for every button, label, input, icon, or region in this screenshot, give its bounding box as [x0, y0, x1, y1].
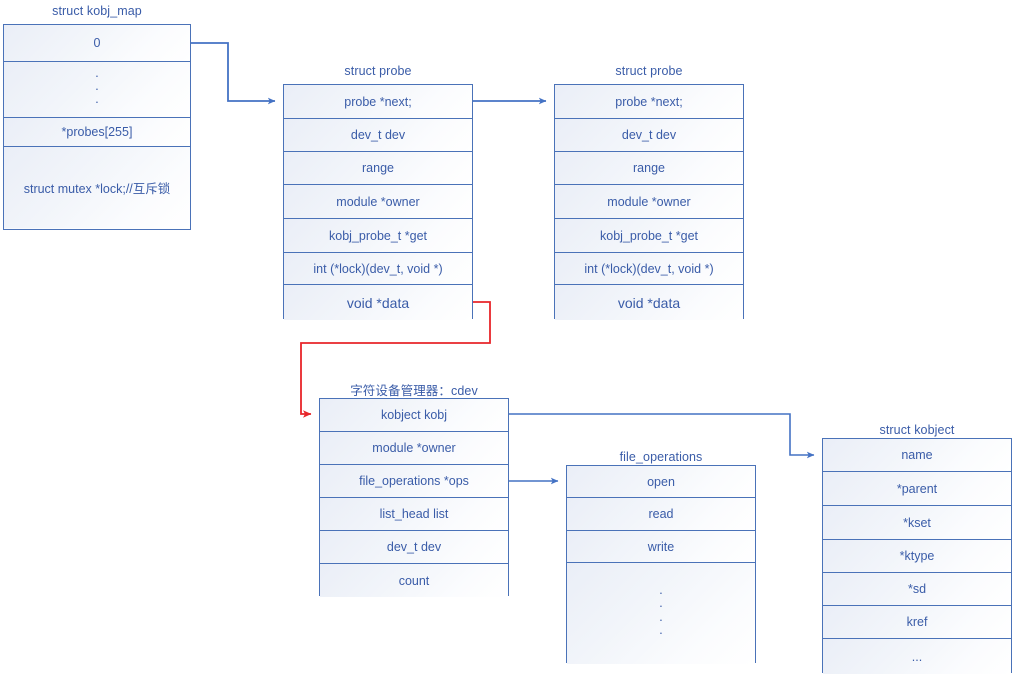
struct-kobj-map: 0 · · · *probes[255] struct mutex *lock;…	[3, 24, 191, 230]
connector-cdev-to-kobject	[509, 413, 815, 459]
struct-probe-2: probe *next; dev_t dev range module *own…	[554, 84, 744, 320]
field-row[interactable]: kref	[823, 606, 1011, 639]
field-row-dots: · · ·	[4, 62, 190, 118]
field-row[interactable]: name	[823, 439, 1011, 472]
field-row[interactable]: struct mutex *lock;//互斥锁	[4, 147, 190, 228]
caption-kobj-map: struct kobj_map	[52, 4, 142, 18]
caption-struct-probe-1: struct probe	[344, 64, 412, 78]
caption-struct-probe-2: struct probe	[615, 64, 683, 78]
dot-glyph: ·	[94, 95, 100, 110]
field-row[interactable]: range	[555, 152, 743, 185]
field-row[interactable]: int (*lock)(dev_t, void *)	[284, 253, 472, 285]
dot-glyph: ·	[658, 612, 664, 627]
dot-glyph: ·	[94, 81, 100, 96]
field-row[interactable]: range	[284, 152, 472, 185]
field-row[interactable]: module *owner	[284, 185, 472, 219]
field-row[interactable]: 0	[4, 25, 190, 62]
field-row[interactable]: *probes[255]	[4, 118, 190, 147]
field-row[interactable]: kobject kobj	[320, 399, 508, 432]
struct-file-operations: open read write · · · ·	[566, 465, 756, 664]
field-row[interactable]: dev_t dev	[555, 119, 743, 152]
field-row[interactable]: *ktype	[823, 540, 1011, 573]
struct-cdev: kobject kobj module *owner file_operatio…	[319, 398, 509, 597]
field-row[interactable]: read	[567, 498, 755, 531]
dot-glyph: ·	[94, 68, 100, 83]
field-row[interactable]: count	[320, 564, 508, 597]
field-row[interactable]: probe *next;	[555, 85, 743, 119]
dot-glyph: ·	[658, 625, 664, 640]
field-row[interactable]: int (*lock)(dev_t, void *)	[555, 253, 743, 285]
field-row[interactable]: kobj_probe_t *get	[555, 219, 743, 253]
field-row-dots: · · · ·	[567, 563, 755, 664]
field-row[interactable]: dev_t dev	[284, 119, 472, 152]
caption-cdev: 字符设备管理器：cdev	[350, 384, 478, 398]
field-row[interactable]: file_operations *ops	[320, 465, 508, 498]
field-row[interactable]: write	[567, 531, 755, 563]
struct-kobject: name *parent *kset *ktype *sd kref ...	[822, 438, 1012, 674]
field-row[interactable]: kobj_probe_t *get	[284, 219, 472, 253]
dot-glyph: ·	[658, 586, 664, 601]
struct-probe-1: probe *next; dev_t dev range module *own…	[283, 84, 473, 320]
field-row[interactable]: module *owner	[320, 432, 508, 465]
field-row[interactable]: open	[567, 466, 755, 498]
field-row[interactable]: *kset	[823, 506, 1011, 540]
field-row[interactable]: void *data	[284, 285, 472, 320]
field-row[interactable]: void *data	[555, 285, 743, 320]
field-row[interactable]: module *owner	[555, 185, 743, 219]
field-row[interactable]: dev_t dev	[320, 531, 508, 564]
field-row[interactable]: *parent	[823, 472, 1011, 506]
field-row[interactable]: probe *next;	[284, 85, 472, 119]
field-row[interactable]: ...	[823, 639, 1011, 674]
field-row[interactable]: list_head list	[320, 498, 508, 531]
caption-struct-kobject: struct kobject	[879, 423, 955, 437]
caption-file-operations: file_operations	[619, 450, 703, 464]
dot-glyph: ·	[658, 599, 664, 614]
field-row[interactable]: *sd	[823, 573, 1011, 606]
connector-kobjmap-to-probe1	[191, 42, 276, 105]
